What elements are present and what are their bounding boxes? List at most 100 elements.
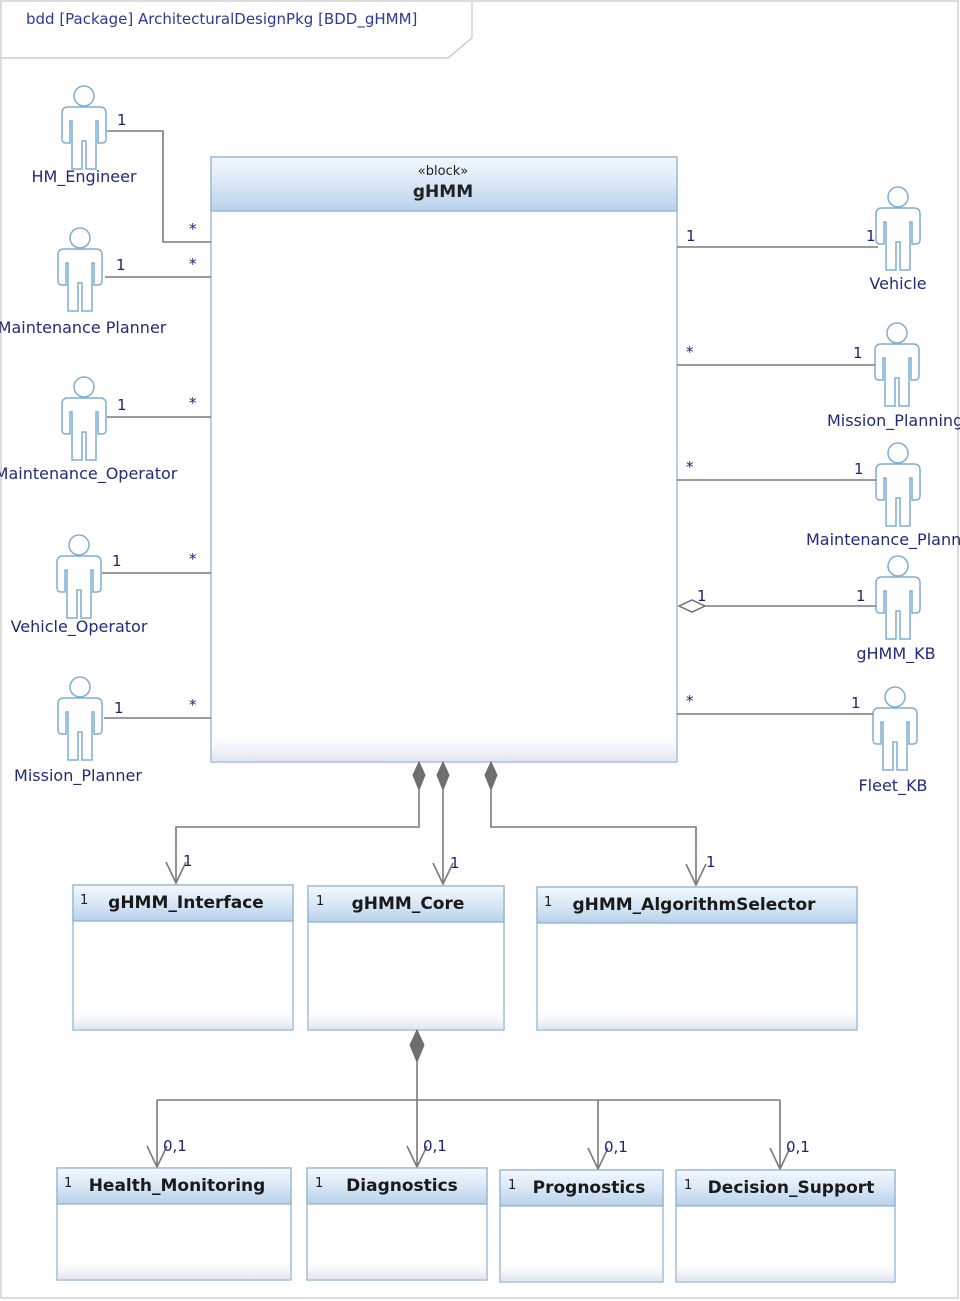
block-name: gHMM_AlgorithmSelector	[572, 895, 816, 915]
block-multiplicity: 1	[697, 587, 707, 605]
association-vehicle[interactable]: 1 1	[677, 227, 878, 248]
actor-icon	[875, 442, 921, 527]
block-name: gHMM	[413, 182, 473, 202]
part-end-multiplicity: 1	[183, 852, 193, 870]
actor-vehicle-operator[interactable]: Vehicle_Operator	[11, 534, 148, 637]
block-multiplicity: *	[189, 255, 197, 273]
aggregation-ghmm-kb[interactable]: 1 1	[677, 587, 876, 613]
actor-label: Mission_Planning	[827, 411, 960, 431]
association-mission-planner[interactable]: 1 *	[104, 696, 211, 719]
block-diagnostics[interactable]: 1 Diagnostics	[306, 1167, 488, 1281]
actor-multiplicity: 1	[856, 587, 866, 605]
block-name: Prognostics	[533, 1178, 646, 1198]
association-mission-planning[interactable]: * 1	[677, 343, 875, 366]
aggregation-diamond	[677, 599, 707, 613]
actor-multiplicity: 1	[116, 256, 126, 274]
part-end-multiplicity: 0,1	[604, 1138, 628, 1156]
compositions-main: 1 1 1	[165, 760, 716, 887]
actor-hm-engineer[interactable]: HM_Engineer	[31, 85, 137, 187]
association-maintenance-planner[interactable]: 1 *	[105, 255, 211, 278]
actor-icon	[872, 686, 918, 771]
block-name: gHMM_Core	[352, 894, 465, 914]
actor-label: Maintenance_Planner	[806, 530, 960, 550]
block-ghmm-core[interactable]: 1 gHMM_Core	[307, 885, 505, 1031]
block-multiplicity: *	[189, 550, 197, 568]
composition-interface[interactable]: 1	[165, 760, 426, 885]
actor-fleet-kb[interactable]: Fleet_KB	[858, 686, 928, 796]
block-multiplicity: *	[686, 458, 694, 476]
composition-diamond	[484, 760, 498, 792]
composition-diamond	[409, 1028, 425, 1064]
block-ghmm-interface[interactable]: 1 gHMM_Interface	[72, 884, 294, 1031]
composition-core[interactable]: 1	[432, 760, 460, 886]
association-maintenance-planner-right[interactable]: * 1	[677, 458, 876, 481]
block-ghmm[interactable]: «block» gHMM	[210, 156, 678, 763]
actor-icon	[57, 227, 103, 312]
block-decision-support[interactable]: 1 Decision_Support	[675, 1169, 896, 1283]
actor-multiplicity: 1	[866, 227, 876, 245]
composition-diagnostics[interactable]: 0,1	[406, 1100, 447, 1169]
actor-multiplicity: 1	[853, 344, 863, 362]
block-multiplicity: 1	[316, 894, 324, 909]
actor-icon	[57, 676, 103, 761]
block-ghmm-algorithm-selector[interactable]: 1 gHMM_AlgorithmSelector	[536, 886, 858, 1031]
actor-vehicle[interactable]: Vehicle	[869, 186, 927, 293]
actor-icon	[61, 376, 107, 461]
actor-maintenance-operator[interactable]: Maintenance_Operator	[0, 376, 178, 484]
block-multiplicity: 1	[64, 1176, 72, 1191]
block-multiplicity: 1	[508, 1178, 516, 1193]
block-name: Diagnostics	[346, 1176, 458, 1196]
part-end-multiplicity: 1	[706, 853, 716, 871]
composition-health-monitoring[interactable]: 0,1	[146, 1100, 187, 1169]
compositions-core: 0,1 0,1 0,1 0,1	[146, 1028, 810, 1171]
actor-icon	[874, 322, 920, 407]
left-actors: HM_Engineer 1 * Maintenance Planner 1 * …	[0, 85, 211, 786]
actor-mission-planning[interactable]: Mission_Planning	[827, 322, 960, 431]
actor-label: Mission_Planner	[14, 766, 142, 786]
block-multiplicity: *	[686, 692, 694, 710]
composition-diamond	[436, 760, 450, 792]
actor-maintenance-planner[interactable]: Maintenance Planner	[0, 227, 167, 337]
composition-decision-support[interactable]: 0,1	[769, 1100, 810, 1171]
block-prognostics[interactable]: 1 Prognostics	[499, 1169, 664, 1283]
block-health-monitoring[interactable]: 1 Health_Monitoring	[56, 1167, 292, 1281]
block-multiplicity: *	[189, 696, 197, 714]
block-multiplicity: *	[189, 220, 197, 238]
actor-label: gHMM_KB	[856, 644, 935, 664]
composition-prognostics[interactable]: 0,1	[587, 1100, 628, 1171]
actor-label: Vehicle_Operator	[11, 617, 148, 637]
block-multiplicity: 1	[544, 895, 552, 910]
actor-label: Vehicle	[869, 274, 926, 293]
part-end-multiplicity: 0,1	[423, 1137, 447, 1155]
composition-algorithm-selector[interactable]: 1	[484, 760, 716, 887]
actor-multiplicity: 1	[851, 694, 861, 712]
actor-multiplicity: 1	[117, 396, 127, 414]
actor-icon	[875, 186, 921, 271]
actor-label: Fleet_KB	[858, 776, 927, 796]
actor-icon	[56, 534, 102, 619]
actor-icon	[61, 85, 107, 170]
actor-multiplicity: 1	[112, 552, 122, 570]
actor-label: Maintenance_Operator	[0, 464, 178, 484]
association-vehicle-operator[interactable]: 1 *	[102, 550, 211, 574]
right-actors: Vehicle 1 1 Mission_Planning * 1 Mainten…	[677, 186, 960, 796]
association-fleet-kb[interactable]: * 1	[677, 692, 873, 715]
actor-icon	[875, 555, 921, 640]
frame-title: bdd [Package] ArchitecturalDesignPkg [BD…	[26, 10, 417, 29]
block-multiplicity: 1	[315, 1176, 323, 1191]
actor-mission-planner[interactable]: Mission_Planner	[14, 676, 142, 786]
actor-multiplicity: 1	[114, 699, 124, 717]
actor-ghmm-kb[interactable]: gHMM_KB	[856, 555, 936, 664]
block-name: Decision_Support	[708, 1178, 875, 1198]
part-end-multiplicity: 1	[450, 854, 460, 872]
block-multiplicity: *	[686, 343, 694, 361]
block-multiplicity: 1	[80, 893, 88, 908]
block-multiplicity: 1	[686, 227, 696, 245]
association-maintenance-operator[interactable]: 1 *	[107, 394, 211, 418]
association-hm-engineer[interactable]: 1 *	[107, 111, 211, 243]
composition-diamond	[412, 760, 426, 792]
actor-maintenance-planner-right[interactable]: Maintenance_Planner	[806, 442, 960, 550]
block-name: gHMM_Interface	[108, 893, 264, 913]
block-multiplicity: *	[189, 394, 197, 412]
